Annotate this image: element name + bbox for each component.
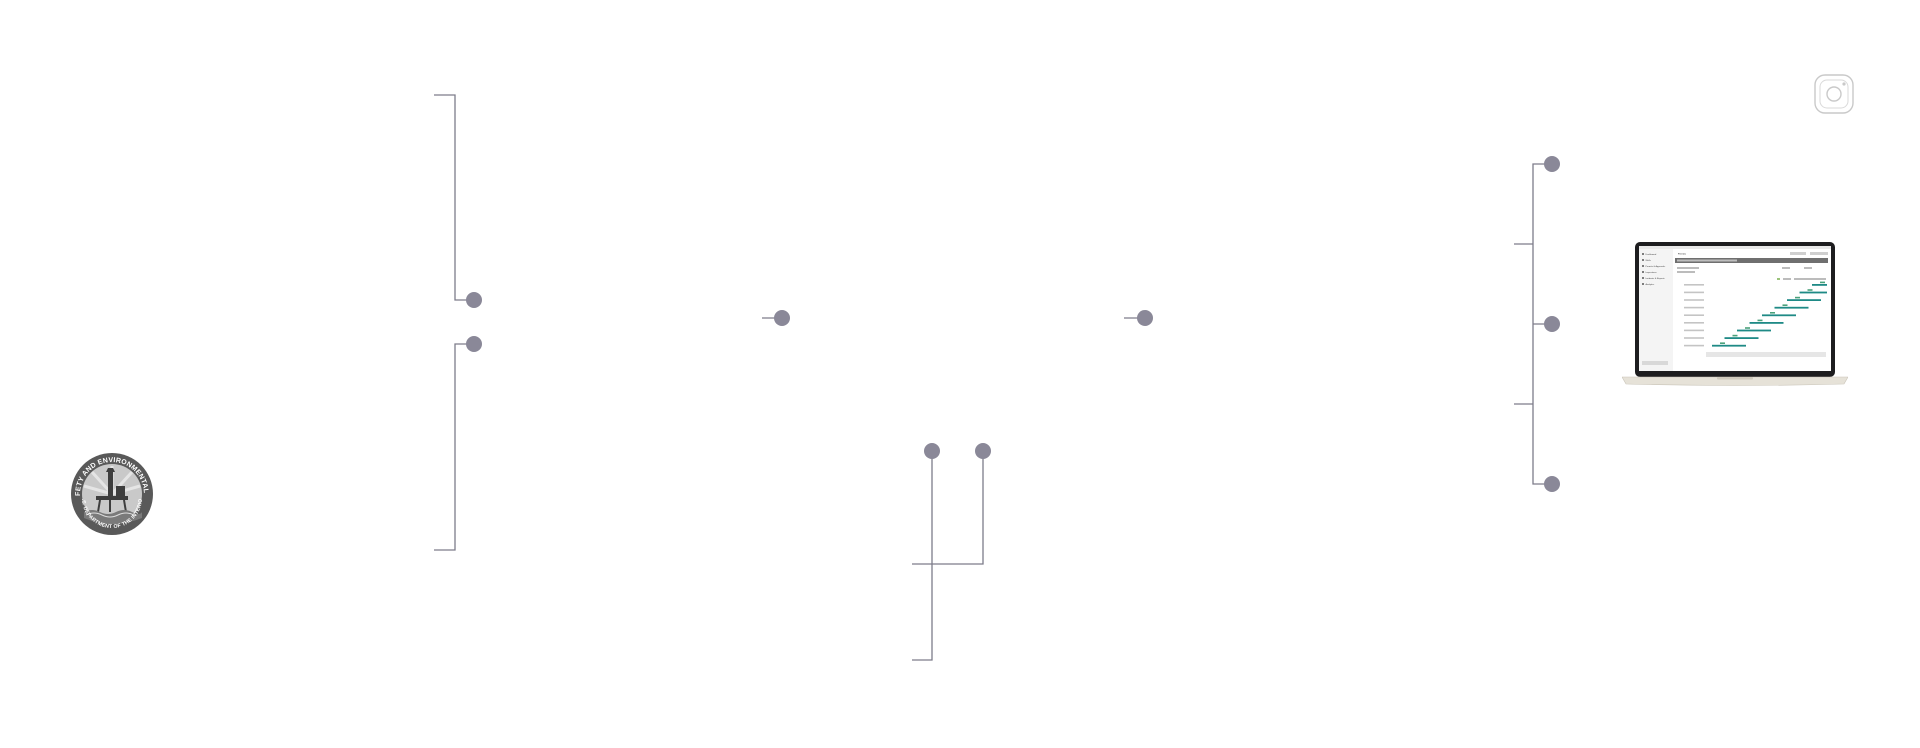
branch-connector-bottom-right [912,451,984,565]
timeline-row-label [1684,329,1704,332]
timeline-bar [1812,284,1827,286]
laptop-sidebar: Dashboard Wells Permits & Approvals Insp… [1642,253,1668,365]
node-lower-left [466,336,482,352]
timeline-bar [1774,306,1809,309]
branch-connector-right [1514,163,1552,485]
oil-platform-icon [96,468,128,513]
node-center-left [774,310,790,326]
connector-nodes [466,156,1560,492]
sidebar-item: Permits & Approvals [1646,265,1667,268]
connector-lines [434,94,1552,661]
timeline-tag [1745,327,1750,329]
timeline-tag [1720,342,1725,344]
agency-seal: BUREAU OF SAFETY AND ENVIRONMENTAL ENFOR… [70,452,153,535]
timeline-tag [1770,312,1775,314]
timeline-bar [1787,299,1821,301]
node-upper-left [466,292,482,308]
bracket-connector-upper-left [434,94,472,301]
node-bottom-right [975,443,991,459]
timeline-row-label [1684,291,1704,294]
laptop-timeline [1684,281,1827,347]
timeline-bar [1749,322,1784,324]
timeline-tag [1820,281,1825,284]
timeline-bar [1737,329,1771,332]
timeline-tag [1782,304,1788,306]
camera-icon [1814,74,1854,114]
timeline-bar [1712,344,1746,347]
timeline-row-label [1684,299,1704,301]
timeline-row-label [1684,314,1704,316]
timeline-tag [1732,334,1738,337]
node-center-right [1137,310,1153,326]
branch-connector-bottom-left [912,451,933,661]
timeline-tag [1757,319,1763,322]
sidebar-item: Dashboard [1646,253,1657,256]
timeline-row-label [1684,284,1704,286]
sidebar-item: Wells [1646,260,1652,262]
sidebar-item: Analytics [1646,283,1656,286]
timeline-bar [1799,291,1827,294]
bracket-connector-lower-left [434,343,472,551]
timeline-tag [1795,296,1800,299]
sidebar-item: Inspections [1646,271,1658,274]
node-right-top [1544,156,1560,172]
node-right-bottom [1544,476,1560,492]
timeline-bar [1724,337,1759,339]
timeline-row-label [1684,344,1704,347]
laptop-page-title: Permits [1678,253,1687,256]
timeline-row-label [1684,337,1704,339]
timeline-tag [1807,289,1813,291]
timeline-row-label [1684,322,1704,324]
node-bottom-left [924,443,940,459]
timeline-bar [1762,314,1796,317]
node-right-middle [1544,316,1560,332]
sidebar-item: Incidents & Reports [1646,277,1666,280]
timeline-row-label [1684,306,1704,309]
laptop-mockup: Dashboard Wells Permits & Approvals Insp… [1622,242,1848,386]
